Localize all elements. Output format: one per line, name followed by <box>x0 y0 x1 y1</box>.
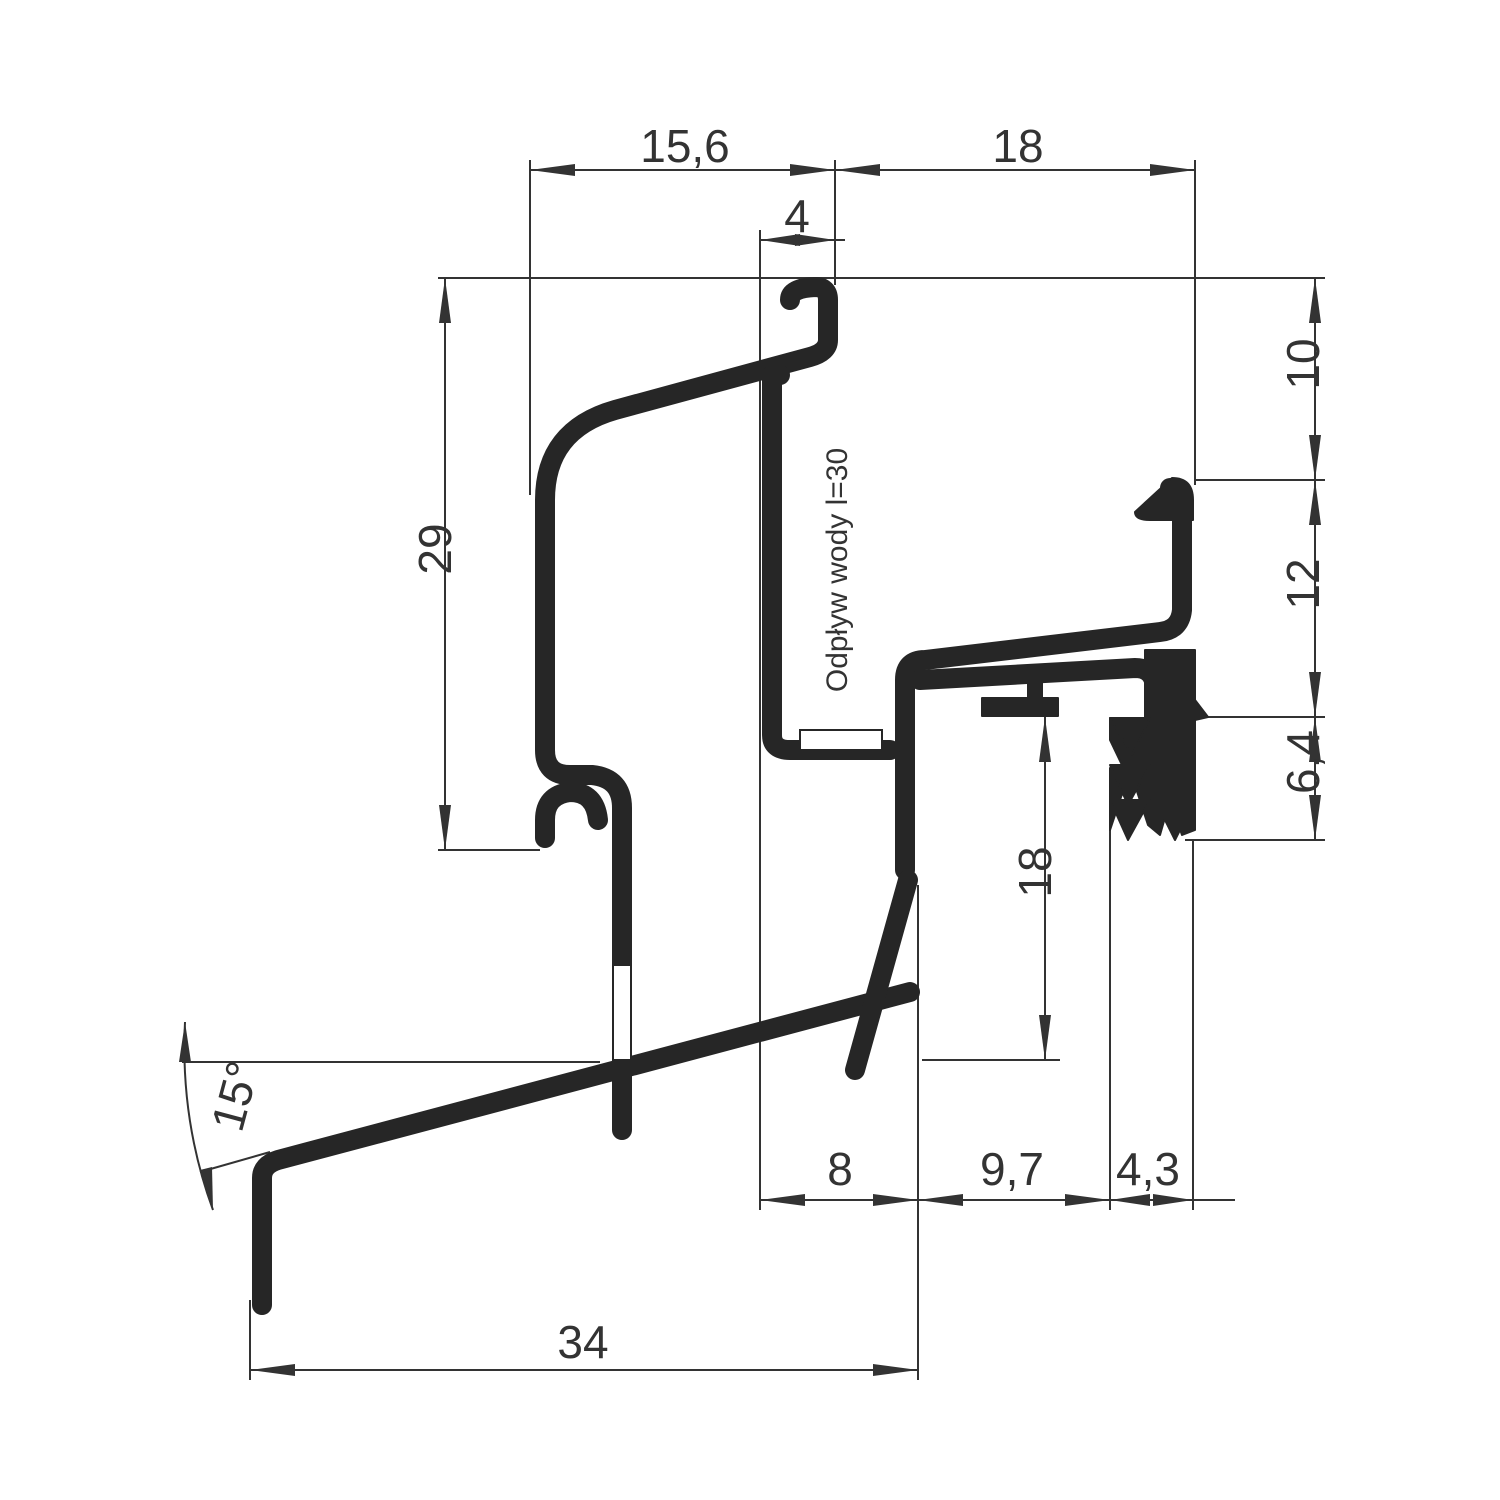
cut-markers <box>612 729 883 1061</box>
dim-12: 12 <box>1277 558 1329 609</box>
dim-18-inner: 18 <box>1009 846 1061 897</box>
dim-29: 29 <box>409 523 461 574</box>
aluminium-profile <box>252 277 1209 1315</box>
dim-10: 10 <box>1277 338 1329 389</box>
dim-6-4: 6,4 <box>1277 730 1329 794</box>
dim-4: 4 <box>784 190 810 242</box>
dim-15-6: 15,6 <box>640 120 730 172</box>
dimension-labels: 15,6 18 4 29 10 12 6,4 18 15° 8 9,7 4,3 … <box>201 120 1329 1368</box>
dim-8: 8 <box>827 1143 853 1195</box>
dimension-arrows <box>179 164 1321 1376</box>
dim-18-top: 18 <box>992 120 1043 172</box>
dim-9-7: 9,7 <box>980 1143 1044 1195</box>
dimension-lines <box>182 160 1325 1380</box>
dim-34: 34 <box>557 1316 608 1368</box>
dim-angle-15: 15° <box>201 1056 269 1137</box>
water-outlet-note: Odpływ wody l=30 <box>821 448 854 692</box>
dim-4-3: 4,3 <box>1116 1143 1180 1195</box>
